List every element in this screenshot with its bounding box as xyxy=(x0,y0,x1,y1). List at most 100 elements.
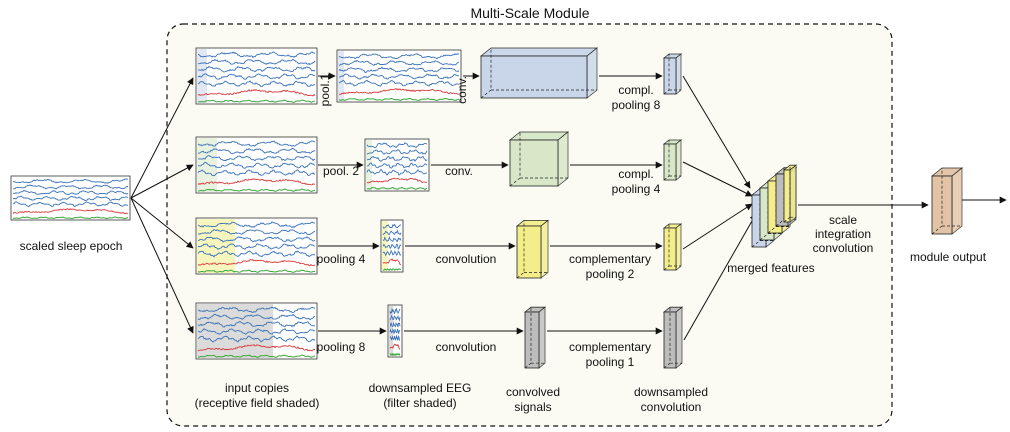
comp-pool-label: compl. xyxy=(618,167,653,181)
eeg-red-trace xyxy=(389,343,401,350)
scale-row-2: pool. 2 conv. compl.pooling 4 xyxy=(195,131,753,197)
eeg-blue-trace xyxy=(197,221,316,229)
convolved-signal-block xyxy=(479,47,599,99)
eeg-blue-trace xyxy=(197,236,316,243)
eeg-blue-trace xyxy=(389,334,401,341)
output-label: module output xyxy=(910,250,987,264)
eeg-blue-trace xyxy=(389,321,401,328)
downsampled-eeg-plot xyxy=(380,219,404,273)
caption-downsampled-eeg-2: (filter shaded) xyxy=(383,396,456,410)
module-title: Multi-Scale Module xyxy=(470,5,589,21)
eeg-red-trace xyxy=(366,177,428,184)
eeg-blue-trace xyxy=(198,228,316,235)
comp-pool-label: pooling 2 xyxy=(586,267,635,281)
eeg-green-trace xyxy=(197,269,315,273)
box-front-face xyxy=(931,175,953,235)
conv-label: convolution xyxy=(436,252,497,266)
box-front-face xyxy=(783,169,791,223)
downsampled-conv-block xyxy=(662,223,683,271)
box-side-face xyxy=(675,223,682,271)
eeg-green-trace xyxy=(198,188,316,192)
pool-label: pool. 2 xyxy=(323,164,359,178)
box-front-face xyxy=(663,143,677,181)
eeg-blue-trace xyxy=(366,142,428,149)
pool-label: pooling 8 xyxy=(317,340,366,354)
box-front-face xyxy=(524,311,540,369)
eeg-blue-trace xyxy=(382,229,402,236)
branch-arrows xyxy=(130,77,194,334)
pool-label: pool.1 xyxy=(318,73,332,106)
convolved-signal-block xyxy=(523,306,547,369)
box-side-face xyxy=(540,219,549,279)
output-tensor xyxy=(930,167,964,235)
eeg-blue-trace xyxy=(338,53,459,60)
scale-conv-label-3: convolution xyxy=(813,241,874,255)
conv-label: convolution xyxy=(436,340,497,354)
conv-label: conv. xyxy=(455,76,469,104)
eeg-blue-trace xyxy=(197,250,316,258)
eeg-blue-trace xyxy=(12,189,129,195)
comp-pool-label: complementary xyxy=(569,340,651,354)
eeg-blue-trace xyxy=(197,73,316,80)
conv-label: conv. xyxy=(445,164,473,178)
eeg-blue-trace xyxy=(197,140,316,147)
eeg-blue-trace xyxy=(197,51,316,59)
input-copy-plot xyxy=(195,136,318,194)
input-eeg-traces xyxy=(10,175,131,221)
downsampled-conv-block xyxy=(662,53,683,95)
eeg-blue-trace xyxy=(389,314,401,322)
input-eeg-plot xyxy=(10,175,131,221)
eeg-blue-trace xyxy=(197,313,316,321)
caption-downsampled-eeg-1: downsampled EEG xyxy=(369,381,472,395)
plot-frame xyxy=(336,49,462,103)
box-front-face xyxy=(516,225,542,279)
eeg-blue-trace xyxy=(12,184,129,190)
branch-arrow-1 xyxy=(130,77,194,199)
to-merged-arrow xyxy=(682,75,751,189)
eeg-red-trace xyxy=(197,344,315,352)
input-copy-plot xyxy=(195,47,318,105)
eeg-blue-trace xyxy=(389,328,401,335)
eeg-blue-trace xyxy=(338,59,460,66)
eeg-red-trace xyxy=(338,88,460,95)
scale-conv-label-2: integration xyxy=(815,227,871,241)
caption-input-copies-1: input copies xyxy=(225,381,289,395)
eeg-red-trace xyxy=(197,178,316,186)
eeg-blue-trace xyxy=(389,307,401,315)
eeg-green-trace xyxy=(197,354,316,358)
eeg-red-trace xyxy=(197,259,316,267)
box-front-face xyxy=(663,227,677,271)
downsampled-eeg-plot xyxy=(336,49,462,103)
downsampled-eeg-plot xyxy=(364,138,430,192)
downsampled-conv-block xyxy=(662,139,683,181)
box-front-face xyxy=(480,55,588,99)
eeg-blue-trace xyxy=(12,178,129,184)
to-merged-arrow xyxy=(682,161,753,197)
eeg-blue-trace xyxy=(197,80,315,88)
eeg-blue-trace xyxy=(197,335,316,343)
eeg-green-trace xyxy=(366,186,428,191)
comp-pool-label: compl. xyxy=(618,83,653,97)
eeg-blue-trace xyxy=(382,249,402,257)
eeg-green-trace xyxy=(13,216,129,220)
branch-arrow-2 xyxy=(130,164,194,199)
box-side-face xyxy=(951,167,963,235)
caption-downsampled-conv-1: downsampled xyxy=(634,385,708,399)
eeg-green-trace xyxy=(338,97,460,102)
eeg-green-trace xyxy=(382,268,402,271)
eeg-blue-trace xyxy=(197,154,316,162)
to-merged-arrow xyxy=(682,203,753,250)
comp-pool-label: pooling 4 xyxy=(612,182,661,196)
eeg-blue-trace xyxy=(197,328,316,335)
eeg-blue-trace xyxy=(382,223,402,229)
box-side-face xyxy=(538,306,546,369)
branch-arrow-4 xyxy=(130,197,194,334)
eeg-blue-trace xyxy=(197,169,316,177)
eeg-blue-trace xyxy=(366,149,428,155)
eeg-blue-trace xyxy=(338,73,459,80)
eeg-blue-trace xyxy=(197,320,315,328)
comp-pool-label: complementary xyxy=(569,252,651,266)
eeg-blue-trace xyxy=(198,58,316,66)
